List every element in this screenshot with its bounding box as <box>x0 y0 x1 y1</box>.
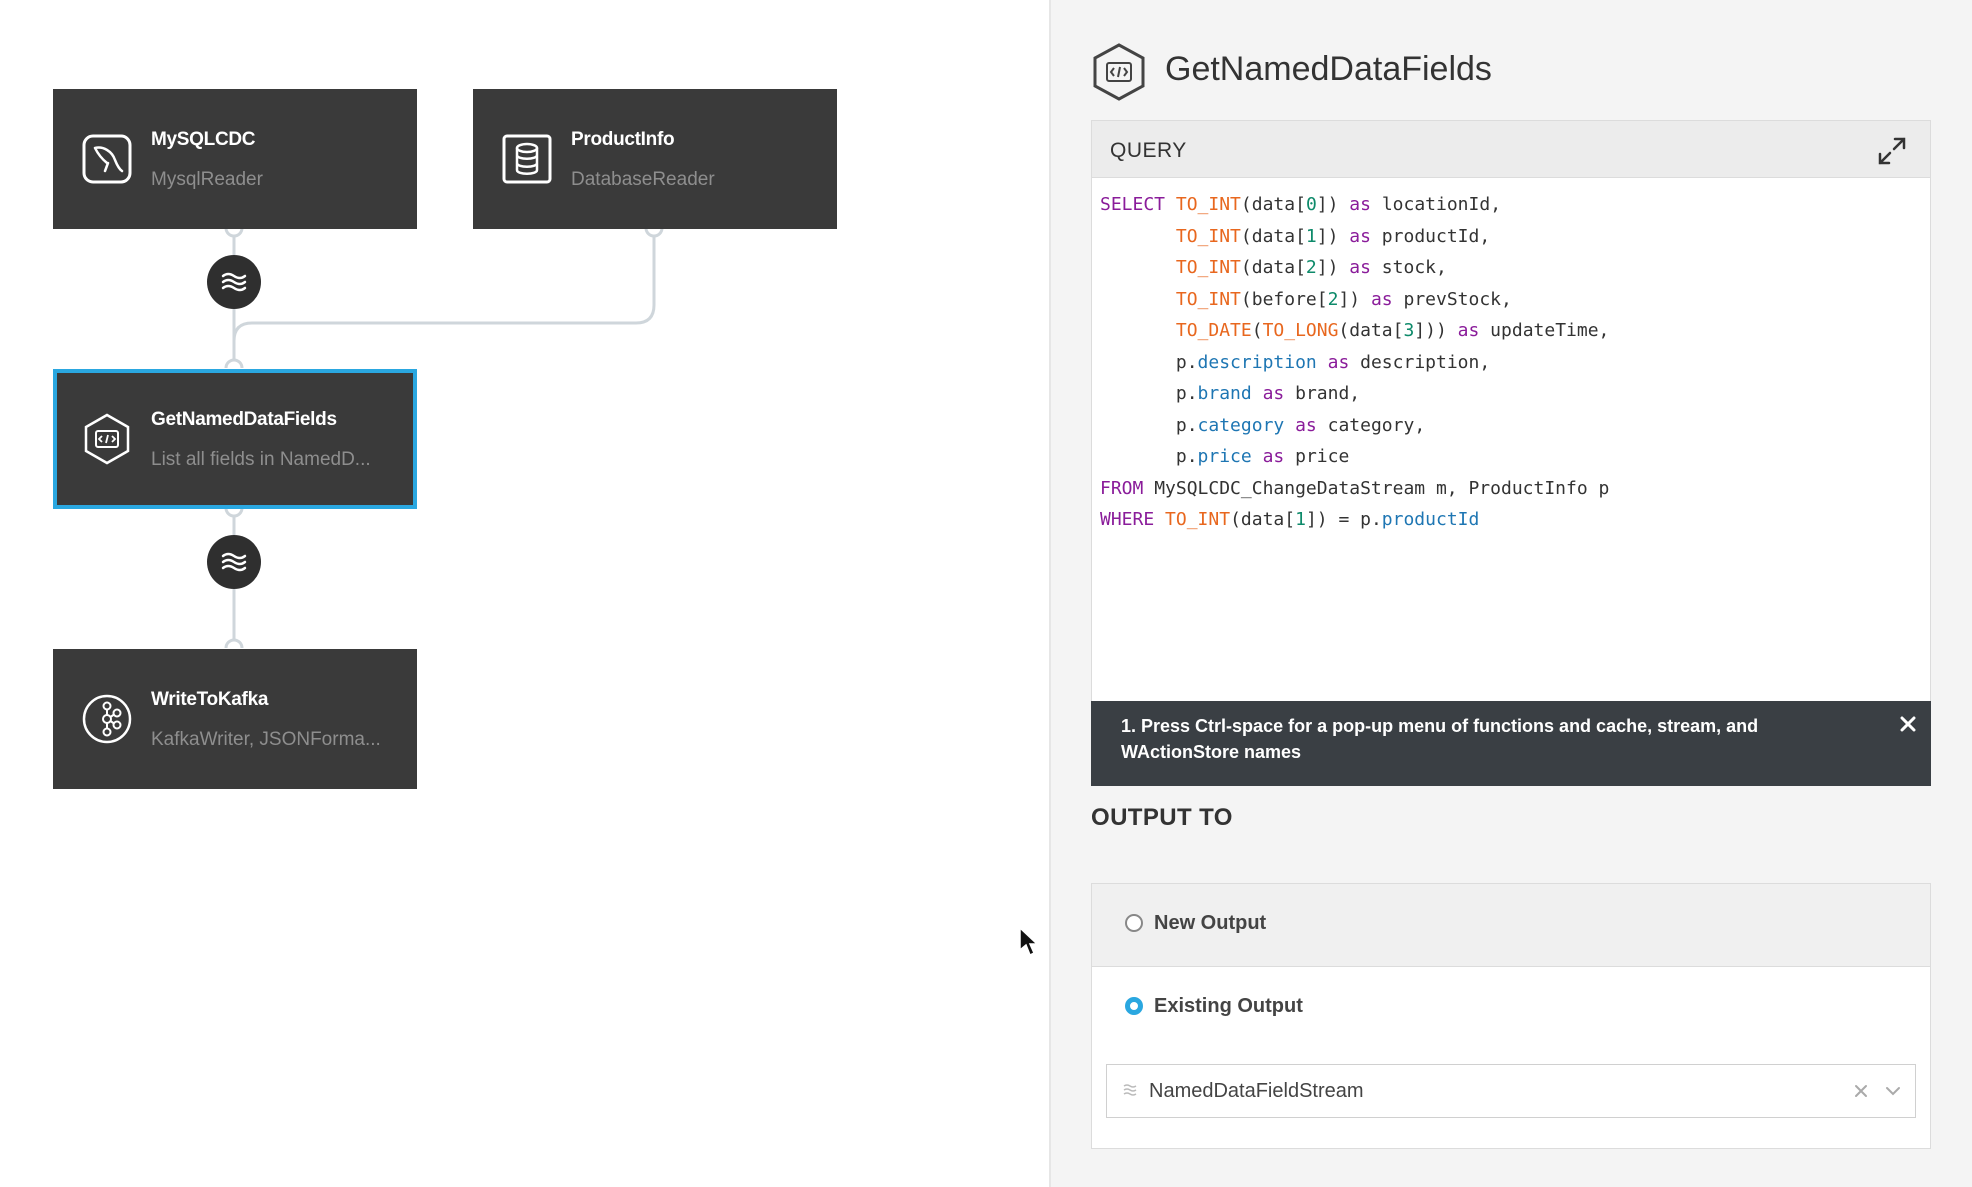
output-to-label: OUTPUT TO <box>1091 804 1233 831</box>
stream-icon <box>221 552 247 572</box>
node-title: ProductInfo <box>571 129 675 150</box>
node-subtitle: KafkaWriter, JSONForma... <box>151 729 381 750</box>
query-editor[interactable]: QUERY SELECT TO_INT(data[0]) as location… <box>1091 120 1931 786</box>
mouse-cursor-icon <box>1019 926 1039 957</box>
query-header: QUERY <box>1092 121 1930 178</box>
stream-select[interactable]: NamedDataFieldStream <box>1106 1064 1916 1118</box>
node-title: GetNamedDataFields <box>151 409 337 430</box>
flow-canvas[interactable]: MySQLCDC MysqlReader ProductInfo Databas… <box>0 0 1049 1187</box>
stream-connector[interactable] <box>207 535 261 589</box>
node-title: MySQLCDC <box>151 129 256 150</box>
stream-connector[interactable] <box>207 255 261 309</box>
node-subtitle: List all fields in NamedD... <box>151 449 371 470</box>
existing-output-label: Existing Output <box>1154 995 1303 1017</box>
new-output-radio[interactable] <box>1125 914 1143 932</box>
new-output-label: New Output <box>1154 912 1267 934</box>
close-icon[interactable] <box>1899 715 1917 733</box>
mysql-dolphin-icon <box>82 134 132 184</box>
query-code-icon <box>84 413 130 465</box>
panel-title: GetNamedDataFields <box>1165 50 1492 88</box>
output-options: New Output Existing Output NamedDataFiel… <box>1091 883 1931 1149</box>
query-code-icon <box>1093 43 1145 101</box>
existing-output-radio[interactable] <box>1125 997 1143 1015</box>
node-subtitle: MysqlReader <box>151 169 263 190</box>
panel-divider <box>1049 0 1051 1187</box>
clear-icon[interactable] <box>1853 1083 1869 1099</box>
hint-banner: 1. Press Ctrl-space for a pop-up menu of… <box>1091 701 1931 786</box>
flow-node-writetokafka[interactable]: WriteToKafka KafkaWriter, JSONForma... <box>53 649 417 789</box>
query-code[interactable]: SELECT TO_INT(data[0]) as locationId, TO… <box>1100 194 1610 530</box>
query-label: QUERY <box>1110 139 1187 162</box>
flow-node-productinfo[interactable]: ProductInfo DatabaseReader <box>473 89 837 229</box>
stream-icon <box>1123 1084 1137 1096</box>
chevron-down-icon[interactable] <box>1885 1084 1901 1098</box>
stream-select-value: NamedDataFieldStream <box>1149 1080 1364 1102</box>
properties-panel: GetNamedDataFields QUERY SELECT TO_INT(d… <box>1051 0 1972 1187</box>
node-subtitle: DatabaseReader <box>571 169 715 190</box>
kafka-icon <box>82 694 132 744</box>
flow-connections <box>224 227 664 649</box>
new-output-option[interactable]: New Output <box>1092 884 1930 967</box>
expand-icon[interactable] <box>1876 135 1908 167</box>
stream-icon <box>221 272 247 292</box>
database-icon <box>502 134 552 184</box>
hint-text: 1. Press Ctrl-space for a pop-up menu of… <box>1121 716 1759 762</box>
existing-output-option[interactable]: Existing Output <box>1092 967 1930 1047</box>
node-title: WriteToKafka <box>151 689 269 710</box>
flow-node-getnameddatafields[interactable]: GetNamedDataFields List all fields in Na… <box>53 369 417 509</box>
flow-node-mysqlcdc[interactable]: MySQLCDC MysqlReader <box>53 89 417 229</box>
